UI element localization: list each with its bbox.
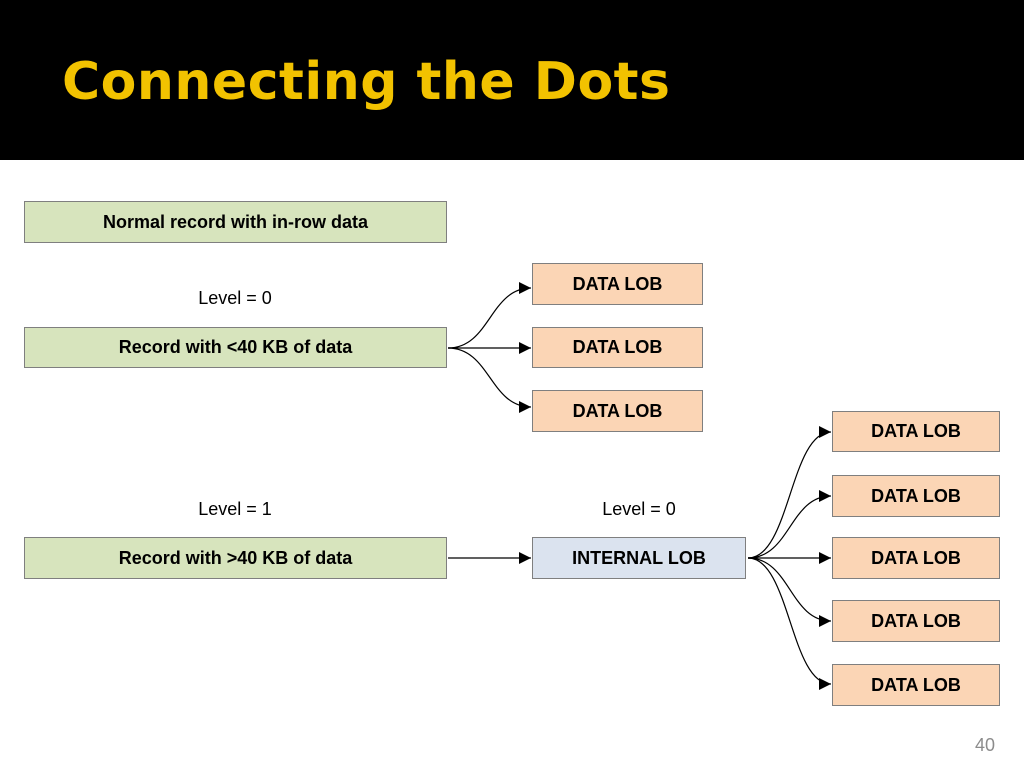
data-lob-box: DATA LOB [832,600,1000,642]
data-lob-box: DATA LOB [832,475,1000,517]
connector-small-record-to-lob-3 [447,347,532,413]
data-lob-box: DATA LOB [832,537,1000,579]
connector-internal-lob-to-lob-5 [747,557,832,690]
connector-internal-lob-to-lob-2 [747,490,832,559]
level-label-large-record: Level = 1 [198,499,272,519]
slide-title: Connecting the Dots [62,52,671,112]
title-bar: Connecting the Dots [0,0,1024,160]
connector-internal-lob-to-lob-4 [747,557,832,627]
internal-lob-box: INTERNAL LOB [532,537,746,579]
level-label-internal-lob: Level = 0 [602,499,676,519]
data-lob-box: DATA LOB [532,263,703,305]
normal-record-box: Normal record with in-row data [24,201,447,243]
page-number: 40 [975,735,996,755]
data-lob-box: DATA LOB [532,390,703,432]
data-lob-box: DATA LOB [532,327,703,368]
data-lob-box: DATA LOB [832,411,1000,452]
level-label-small-record: Level = 0 [198,288,272,308]
data-lob-box: DATA LOB [832,664,1000,706]
large-record-box: Record with >40 KB of data [24,537,447,579]
connector-small-record-to-lob-1 [447,282,532,349]
connector-internal-lob-to-lob-1 [747,426,832,559]
small-record-box: Record with <40 KB of data [24,327,447,368]
